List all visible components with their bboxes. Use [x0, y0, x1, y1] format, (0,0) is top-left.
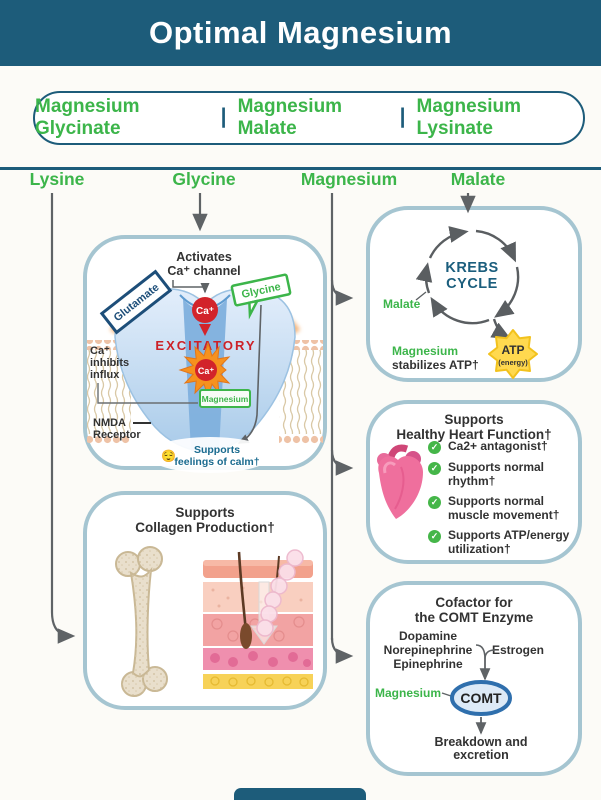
calcium-starburst: Ca⁺: [178, 341, 231, 399]
krebs-magnesium-label: Magnesium: [392, 344, 458, 358]
magnesium-forms-pill: Magnesium Glycinate | Magnesium Malate |…: [33, 91, 585, 145]
svg-text:Ca⁺: Ca⁺: [196, 306, 214, 317]
atp-label: ATP: [501, 343, 524, 357]
input-norepinephrine: Norepinephrine: [384, 643, 473, 657]
glycine-tag: Glycine: [230, 273, 292, 320]
collagen-molecules: [256, 549, 304, 637]
label-malate: Malate: [450, 169, 506, 189]
check-icon: ✓: [428, 462, 441, 475]
heart-benefits-list: ✓ Ca2+ antagonist† ✓ Supports normal rhy…: [428, 439, 580, 563]
separator: |: [399, 105, 406, 128]
comt-illustration: Cofactor for the COMT Enzyme Dopamine No…: [375, 595, 544, 762]
heart-panel-title: Supports Healthy Heart Function†: [396, 412, 552, 442]
krebs-title-1: KREBS: [445, 260, 498, 276]
receptor-label-1: NMDA: [93, 417, 126, 429]
calm-emoji: 😌: [161, 449, 176, 463]
heart-panel: [366, 400, 582, 564]
heart-icon: [377, 444, 423, 519]
output-label-1: Breakdown and: [434, 735, 527, 749]
comt-panel: [366, 581, 582, 776]
skin-illustration: [203, 549, 313, 689]
header-bar: Optimal Magnesium: [0, 0, 601, 66]
excitatory-label: EXCITATORY: [155, 338, 256, 353]
magnesium-branch-comt: [330, 637, 354, 664]
form-malate: Magnesium Malate: [237, 96, 343, 139]
inhibits-label-2: inhibits: [90, 357, 129, 369]
check-icon: ✓: [428, 441, 441, 454]
krebs-cycle-panel: [366, 206, 582, 382]
inhibits-connector: [97, 383, 198, 404]
comt-title-2: the COMT Enzyme: [415, 610, 534, 625]
cycle-arrows: [415, 226, 520, 340]
svg-text:Ca⁺: Ca⁺: [198, 366, 215, 376]
page-title: Optimal Magnesium: [148, 15, 453, 50]
svg-text:COMT: COMT: [460, 690, 502, 706]
comt-magnesium-label: Magnesium: [375, 686, 441, 700]
calm-label-2: feelings of calm†: [174, 456, 259, 468]
label-magnesium: Magnesium: [300, 169, 398, 189]
separator: |: [220, 105, 227, 128]
footer-tab: [234, 788, 366, 800]
stabilizes-label: stabilizes ATP†: [392, 358, 479, 372]
output-label-2: excretion: [453, 748, 509, 762]
form-lysinate: Magnesium Lysinate: [416, 96, 522, 139]
check-icon: ✓: [428, 496, 441, 509]
receptor-label-2: Receptor: [93, 429, 141, 441]
list-item: ✓ Ca2+ antagonist†: [428, 439, 580, 454]
krebs-title-2: CYCLE: [446, 276, 498, 292]
list-item: ✓ Supports normal rhythm†: [428, 460, 580, 488]
krebs-malate-label: Malate: [383, 297, 421, 311]
comt-enzyme: COMT: [450, 680, 512, 716]
input-epinephrine: Epinephrine: [393, 657, 463, 671]
krebs-illustration: KREBS CYCLE Malate Magnesium stabilizes …: [383, 226, 538, 379]
inhibits-label-1: Ca⁺: [90, 345, 110, 357]
input-dopamine: Dopamine: [399, 629, 457, 643]
calcium-ion: [192, 297, 218, 323]
estrogen-label: Estrogen: [492, 643, 544, 657]
comt-title-1: Cofactor for: [435, 595, 513, 610]
magnesium-plug: Magnesium: [199, 389, 251, 408]
estrogen-connector: [484, 649, 496, 660]
list-item: ✓ Supports normal muscle movement†: [428, 494, 580, 522]
form-glycinate: Magnesium Glycinate: [35, 96, 140, 139]
collagen-panel-title: Supports Collagen Production†: [135, 505, 275, 535]
lysine-arrow: [50, 193, 76, 644]
activates-label-2: Ca⁺ channel: [167, 264, 240, 278]
nmda-illustration: Activates Ca⁺ channel Glutamate Glycine …: [87, 250, 323, 473]
magnesium-branch-krebs: [330, 279, 354, 306]
calm-label-1: Supports: [194, 444, 240, 456]
svg-text:Magnesium: Magnesium: [202, 394, 249, 404]
divider-line: [0, 167, 601, 170]
label-glycine: Glycine: [172, 169, 236, 189]
calm-bubble: 😌 Supports feelings of calm†: [148, 437, 272, 473]
malate-pointer: [415, 291, 427, 301]
label-lysine: Lysine: [29, 169, 85, 189]
inhibits-label-3: influx: [90, 369, 120, 381]
atp-burst: ATP (energy): [488, 329, 538, 379]
list-item: ✓ Supports ATP/energy utilization†: [428, 528, 580, 556]
activates-label-1: Activates: [176, 250, 232, 264]
activates-connector: [172, 280, 210, 294]
check-icon: ✓: [428, 530, 441, 543]
energy-label: (energy): [498, 358, 528, 367]
bone-illustration: [115, 546, 168, 697]
magnesium-branch-heart: [330, 449, 354, 476]
hair-follicle: [240, 623, 252, 649]
